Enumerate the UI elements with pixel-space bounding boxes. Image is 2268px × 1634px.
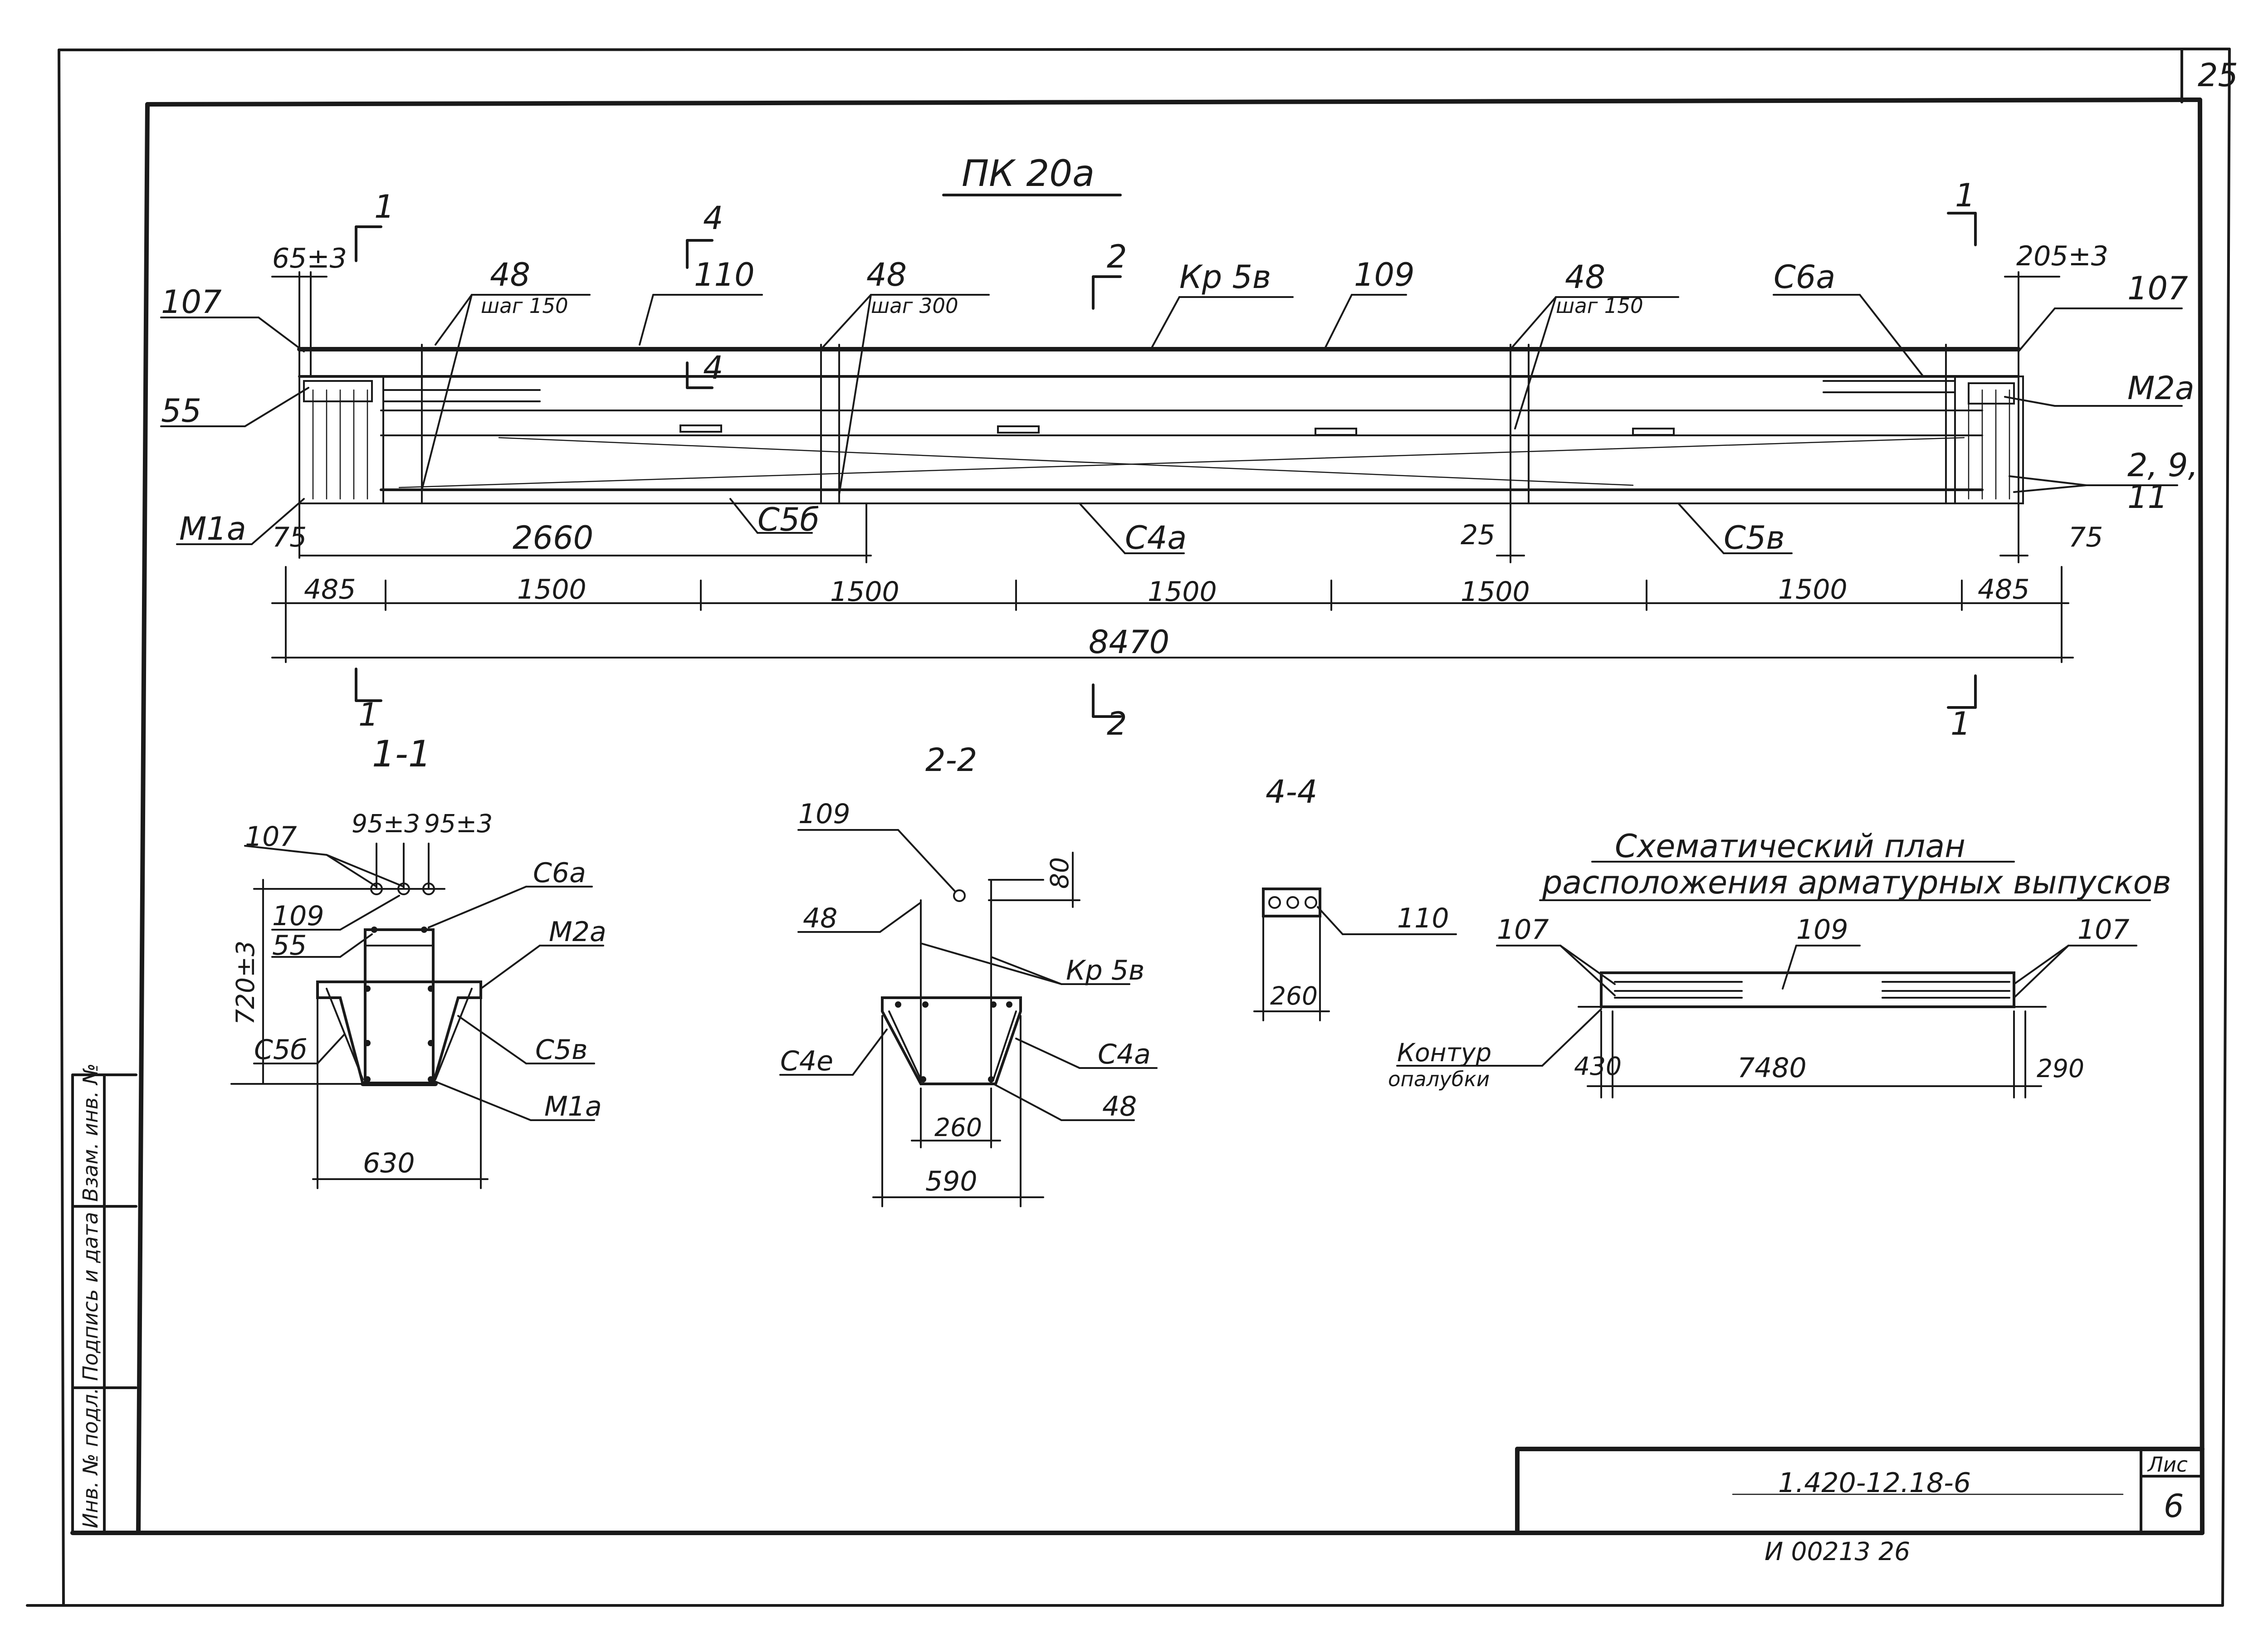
dim-1500-2: 1500 <box>830 576 899 608</box>
callout-107-right: 107 <box>2127 270 2188 307</box>
plan-c107-right: 107 <box>2077 914 2130 946</box>
stamp-inv: Инв. № подл. <box>78 1388 103 1528</box>
callout-c5v: С5в <box>1724 519 1785 556</box>
callout-48-b: 48 <box>866 256 907 293</box>
callout-107-left: 107 <box>161 283 222 321</box>
side-stamp <box>71 1073 137 1534</box>
s11-m2a: М2а <box>549 916 606 948</box>
cut-4-bottom: 4 <box>703 349 723 386</box>
s11-c6a: С6а <box>533 857 586 889</box>
sheet-number: 6 <box>2164 1488 2184 1525</box>
section-4-4-title: 4-4 <box>1266 773 1317 810</box>
title-block <box>1515 1447 2204 1535</box>
elevation-leaders <box>160 294 2183 554</box>
callout-110: 110 <box>694 256 755 293</box>
doc-code: 1.420-12.18-6 <box>1778 1467 1971 1499</box>
section-2-2-title: 2-2 <box>925 741 977 779</box>
callout-c5b-left: С5б <box>758 501 820 538</box>
callout-48-b-step: шаг 300 <box>871 294 958 318</box>
s44-d260: 260 <box>1270 981 1318 1010</box>
dim-485-left: 485 <box>304 574 356 605</box>
s22-c4e: С4е <box>780 1045 833 1077</box>
callout-48-a: 48 <box>490 256 530 293</box>
cut-4-top: 4 <box>703 200 723 237</box>
callout-m2a: М2а <box>2127 370 2195 407</box>
dim-8470: 8470 <box>1089 624 1169 661</box>
section-1-1-title: 1-1 <box>372 733 431 775</box>
plan-title-line1: Схематический план <box>1615 828 1965 865</box>
stamp-vzam: Взам. инв. № <box>78 1063 103 1202</box>
s11-c5v: С5в <box>535 1034 587 1066</box>
callout-55: 55 <box>161 392 201 429</box>
dim-1500-5: 1500 <box>1778 574 1848 605</box>
cut-2-top: 2 <box>1107 238 1127 275</box>
dim-1500-3: 1500 <box>1148 576 1217 608</box>
plan-contour1: Контур <box>1397 1038 1491 1067</box>
s11-c109: 109 <box>272 900 324 932</box>
s11-d95b: 95±3 <box>424 809 493 838</box>
cut-1-top-left: 1 <box>374 188 395 225</box>
plan-d430: 430 <box>1574 1052 1622 1081</box>
archive-number: И 00213 26 <box>1765 1537 1910 1566</box>
callout-c4a: С4а <box>1125 519 1187 556</box>
s11-c107: 107 <box>245 821 297 853</box>
cut-2-bottom: 2 <box>1107 705 1127 742</box>
plan-drawing <box>1396 945 2137 1098</box>
s22-c48-bot: 48 <box>1102 1091 1137 1122</box>
s22-d590: 590 <box>925 1166 978 1197</box>
s11-d630: 630 <box>363 1147 415 1179</box>
callout-48-c: 48 <box>1565 259 1605 296</box>
section-2-2-drawing <box>779 829 1158 1207</box>
dim-65: 65±3 <box>272 243 347 274</box>
callout-48-a-step: шаг 150 <box>481 294 568 318</box>
plan-contour2: опалубки <box>1388 1067 1490 1091</box>
beam-elevation <box>297 212 2024 718</box>
s11-d720: 720±3 <box>231 941 260 1025</box>
dim-75-right: 75 <box>2068 522 2103 553</box>
plan-d290: 290 <box>2037 1054 2084 1083</box>
dim-2660: 2660 <box>513 519 593 556</box>
plan-c107-left: 107 <box>1497 914 1549 946</box>
dim-1500-1: 1500 <box>517 574 587 605</box>
sheet-frame <box>26 48 2231 1607</box>
elevation-dimensions <box>271 271 2074 663</box>
s22-c4a: С4а <box>1098 1039 1151 1070</box>
callout-11: 11 <box>2127 478 2168 516</box>
callout-109: 109 <box>1354 256 1415 293</box>
cut-1-bottom-right: 1 <box>1950 705 1971 742</box>
s11-d95a: 95±3 <box>352 809 420 838</box>
section-4-4-drawing <box>1253 888 1457 1021</box>
s11-m1a: М1а <box>544 1091 602 1122</box>
s44-c110: 110 <box>1397 902 1449 934</box>
s11-c5b: С5б <box>254 1034 307 1066</box>
stamp-podpis: Подпись и дата <box>78 1212 103 1381</box>
callout-48-c-step: шаг 150 <box>1556 294 1643 318</box>
callout-m1a: М1а <box>179 510 246 547</box>
callout-c6a: С6а <box>1774 259 1835 296</box>
s22-c48-top: 48 <box>803 902 837 934</box>
elevation-title: ПК 20а <box>962 152 1095 195</box>
dim-75-left: 75 <box>272 522 307 553</box>
callout-2-9: 2, 9, <box>2127 447 2198 484</box>
s11-c55: 55 <box>272 930 307 961</box>
s22-d260: 260 <box>934 1113 982 1142</box>
cut-1-bottom-left: 1 <box>358 696 379 733</box>
dim-25: 25 <box>1461 519 1495 551</box>
dim-205: 205±3 <box>2016 240 2108 272</box>
s22-c109: 109 <box>798 798 850 830</box>
callout-kr5v: Кр 5в <box>1179 259 1271 296</box>
plan-c109: 109 <box>1796 914 1848 946</box>
page-number: 25 <box>2198 57 2238 94</box>
plan-title-line2: расположения арматурных выпусков <box>1542 864 2171 901</box>
dim-485-right: 485 <box>1978 574 2030 605</box>
s22-d80: 80 <box>1045 857 1074 889</box>
section-1-1-drawing <box>230 843 604 1189</box>
sheet-label: Лис <box>2147 1453 2188 1477</box>
dim-1500-4: 1500 <box>1461 576 1530 608</box>
s22-kr5v: Кр 5в <box>1066 955 1144 986</box>
plan-d7480: 7480 <box>1737 1052 1807 1084</box>
cut-1-top-right: 1 <box>1955 177 1975 214</box>
